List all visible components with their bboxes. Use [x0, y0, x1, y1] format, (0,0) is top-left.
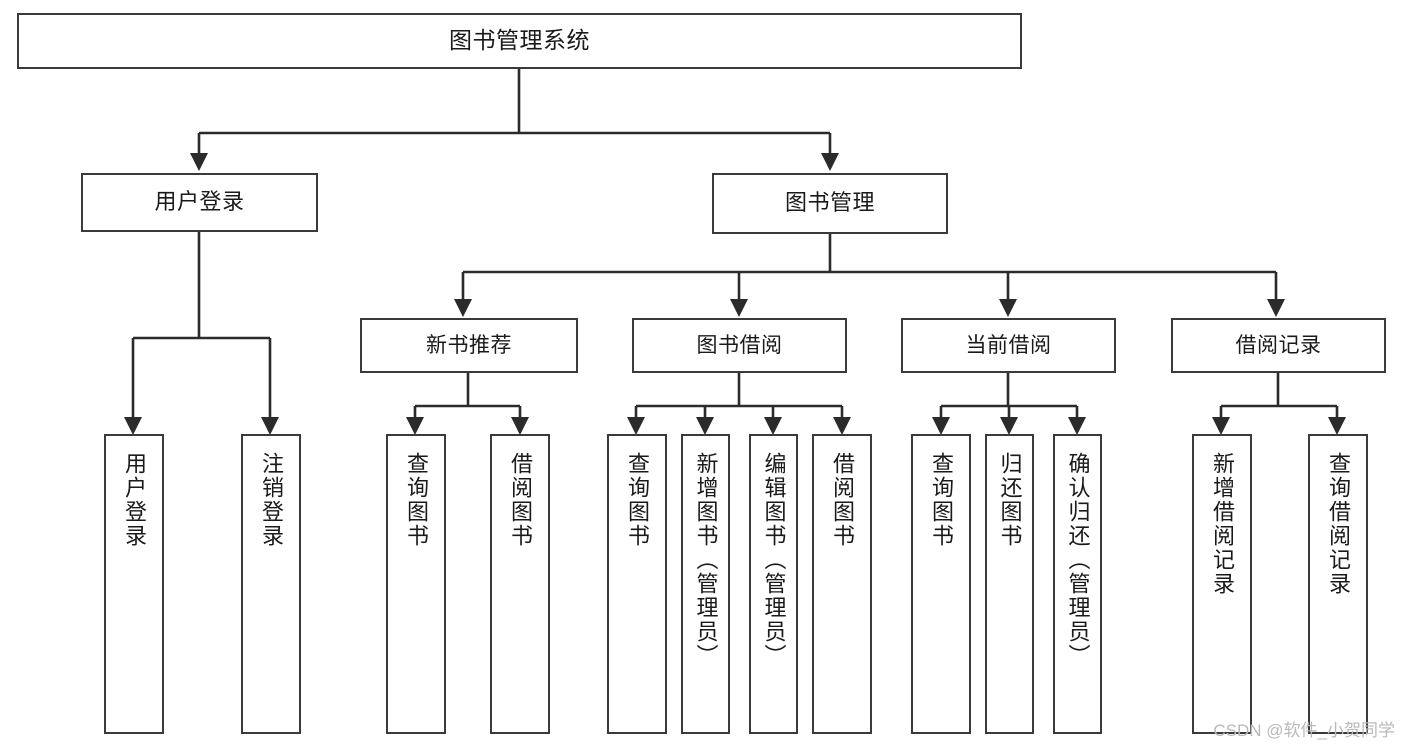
node-leaf-user-login-label: 用户登录 [122, 452, 147, 548]
node-leaf-add-book-admin[interactable]: 新增图书（管理员） [681, 434, 730, 734]
node-leaf-borrow-book-recommend-label: 借阅图书 [508, 452, 533, 548]
node-current-borrow[interactable]: 当前借阅 [901, 318, 1116, 373]
node-leaf-query-book-recommend[interactable]: 查询图书 [386, 434, 446, 734]
watermark-text: CSDN @软件_小贺同学 [1213, 721, 1395, 740]
node-new-book-recommend[interactable]: 新书推荐 [360, 318, 578, 373]
node-book-borrow-label: 图书借阅 [696, 333, 783, 357]
node-leaf-query-borrow-record-label: 查询借阅记录 [1326, 452, 1351, 596]
node-root-label: 图书管理系统 [449, 27, 590, 54]
node-leaf-borrow-book-label: 借阅图书 [830, 452, 855, 548]
node-leaf-edit-book-admin[interactable]: 编辑图书（管理员） [749, 434, 798, 734]
node-leaf-user-login[interactable]: 用户登录 [104, 434, 164, 734]
node-leaf-borrow-book-recommend[interactable]: 借阅图书 [490, 434, 550, 734]
node-current-borrow-label: 当前借阅 [965, 333, 1052, 357]
node-borrow-record[interactable]: 借阅记录 [1171, 318, 1386, 373]
node-leaf-query-borrow-record[interactable]: 查询借阅记录 [1308, 434, 1368, 734]
node-leaf-return-book-label: 归还图书 [997, 452, 1023, 548]
node-leaf-query-book-current-label: 查询图书 [929, 452, 954, 548]
node-leaf-confirm-return-admin[interactable]: 确认归还（管理员） [1053, 434, 1102, 734]
node-leaf-add-borrow-record[interactable]: 新增借阅记录 [1192, 434, 1252, 734]
node-leaf-borrow-book[interactable]: 借阅图书 [812, 434, 872, 734]
node-leaf-query-book-current[interactable]: 查询图书 [911, 434, 971, 734]
node-leaf-add-borrow-record-label: 新增借阅记录 [1210, 452, 1235, 596]
node-root[interactable]: 图书管理系统 [17, 13, 1022, 69]
node-new-book-recommend-label: 新书推荐 [426, 333, 512, 357]
node-leaf-add-book-admin-label: 新增图书（管理员） [693, 452, 719, 668]
node-leaf-query-book-borrow[interactable]: 查询图书 [607, 434, 667, 734]
node-user-login-label: 用户登录 [154, 189, 245, 215]
node-book-management-label: 图书管理 [784, 190, 875, 216]
node-book-borrow[interactable]: 图书借阅 [632, 318, 847, 373]
node-leaf-confirm-return-admin-label: 确认归还（管理员） [1065, 452, 1091, 668]
node-user-login[interactable]: 用户登录 [81, 173, 318, 232]
node-leaf-query-book-recommend-label: 查询图书 [404, 452, 429, 548]
node-borrow-record-label: 借阅记录 [1235, 333, 1322, 357]
node-leaf-query-book-borrow-label: 查询图书 [625, 452, 650, 548]
node-leaf-return-book[interactable]: 归还图书 [985, 434, 1034, 734]
node-leaf-logout[interactable]: 注销登录 [241, 434, 301, 734]
node-leaf-logout-label: 注销登录 [259, 452, 284, 548]
node-leaf-edit-book-admin-label: 编辑图书（管理员） [761, 452, 787, 668]
node-book-management[interactable]: 图书管理 [712, 173, 948, 234]
